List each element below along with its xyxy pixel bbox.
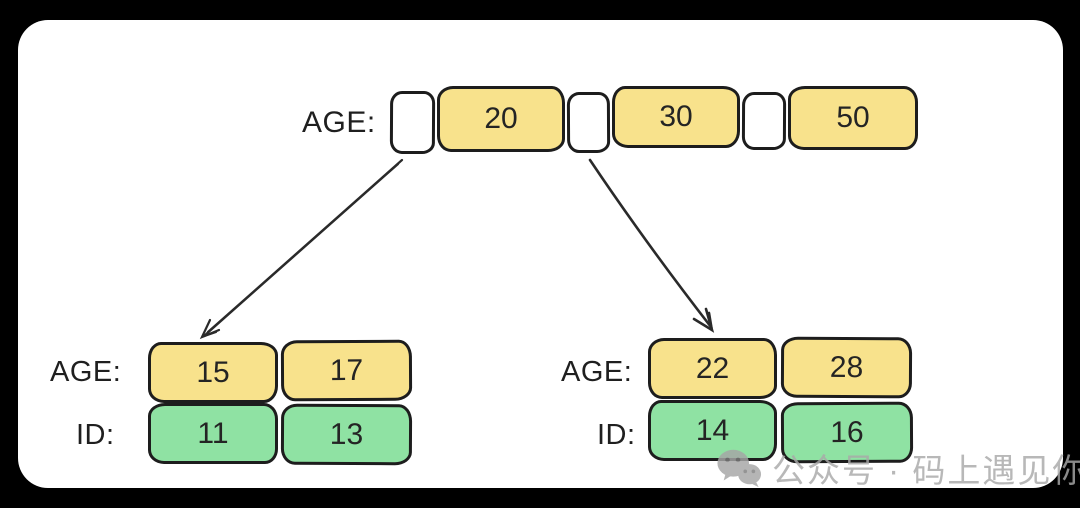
right-leaf-id-label: ID: xyxy=(597,419,636,451)
wechat-icon xyxy=(717,449,762,488)
right-leaf-age-value: 28 xyxy=(829,350,864,384)
watermark-text: 公众号 · 码上遇见你 xyxy=(772,452,1080,489)
left-leaf-age-label: AGE: xyxy=(50,356,122,388)
left-leaf-age-cell: 17 xyxy=(280,339,413,402)
left-leaf-id-value: 11 xyxy=(197,416,229,450)
left-leaf-id-value: 13 xyxy=(329,417,364,451)
left-leaf-age-cell: 15 xyxy=(148,342,278,403)
right-leaf-age-cell: 22 xyxy=(648,338,777,399)
root-key-value: 50 xyxy=(836,101,870,134)
root-key-cell: 50 xyxy=(788,86,918,150)
right-leaf-age-cell: 28 xyxy=(780,336,913,399)
root-age-label: AGE: xyxy=(302,106,376,139)
diagram-canvas: AGE: 20 30 50 AGE: 15 17 ID: 11 13 AGE: … xyxy=(18,20,1080,489)
left-leaf-id-cell: 11 xyxy=(148,403,278,464)
right-leaf-age-label: AGE: xyxy=(561,356,633,388)
left-leaf-age-value: 15 xyxy=(196,355,230,389)
left-leaf-age-value: 17 xyxy=(329,353,364,387)
root-key-value: 20 xyxy=(484,102,518,135)
left-leaf-id-cell: 13 xyxy=(280,403,413,466)
root-key-cell: 20 xyxy=(437,86,565,152)
root-key-cell: 30 xyxy=(612,86,740,148)
arrow-to-right-leaf xyxy=(588,158,715,333)
root-pointer-cell xyxy=(389,90,436,155)
right-leaf-id-value: 14 xyxy=(695,413,730,447)
root-key-value: 30 xyxy=(659,100,693,133)
root-pointer-cell xyxy=(741,91,787,151)
arrow-to-left-leaf xyxy=(199,158,404,340)
root-pointer-cell xyxy=(566,91,611,154)
watermark: 公众号 · 码上遇见你 xyxy=(716,444,1080,492)
right-leaf-age-value: 22 xyxy=(695,351,730,385)
left-leaf-id-label: ID: xyxy=(76,419,115,451)
right-leaf-id-cell: 14 xyxy=(648,400,777,461)
